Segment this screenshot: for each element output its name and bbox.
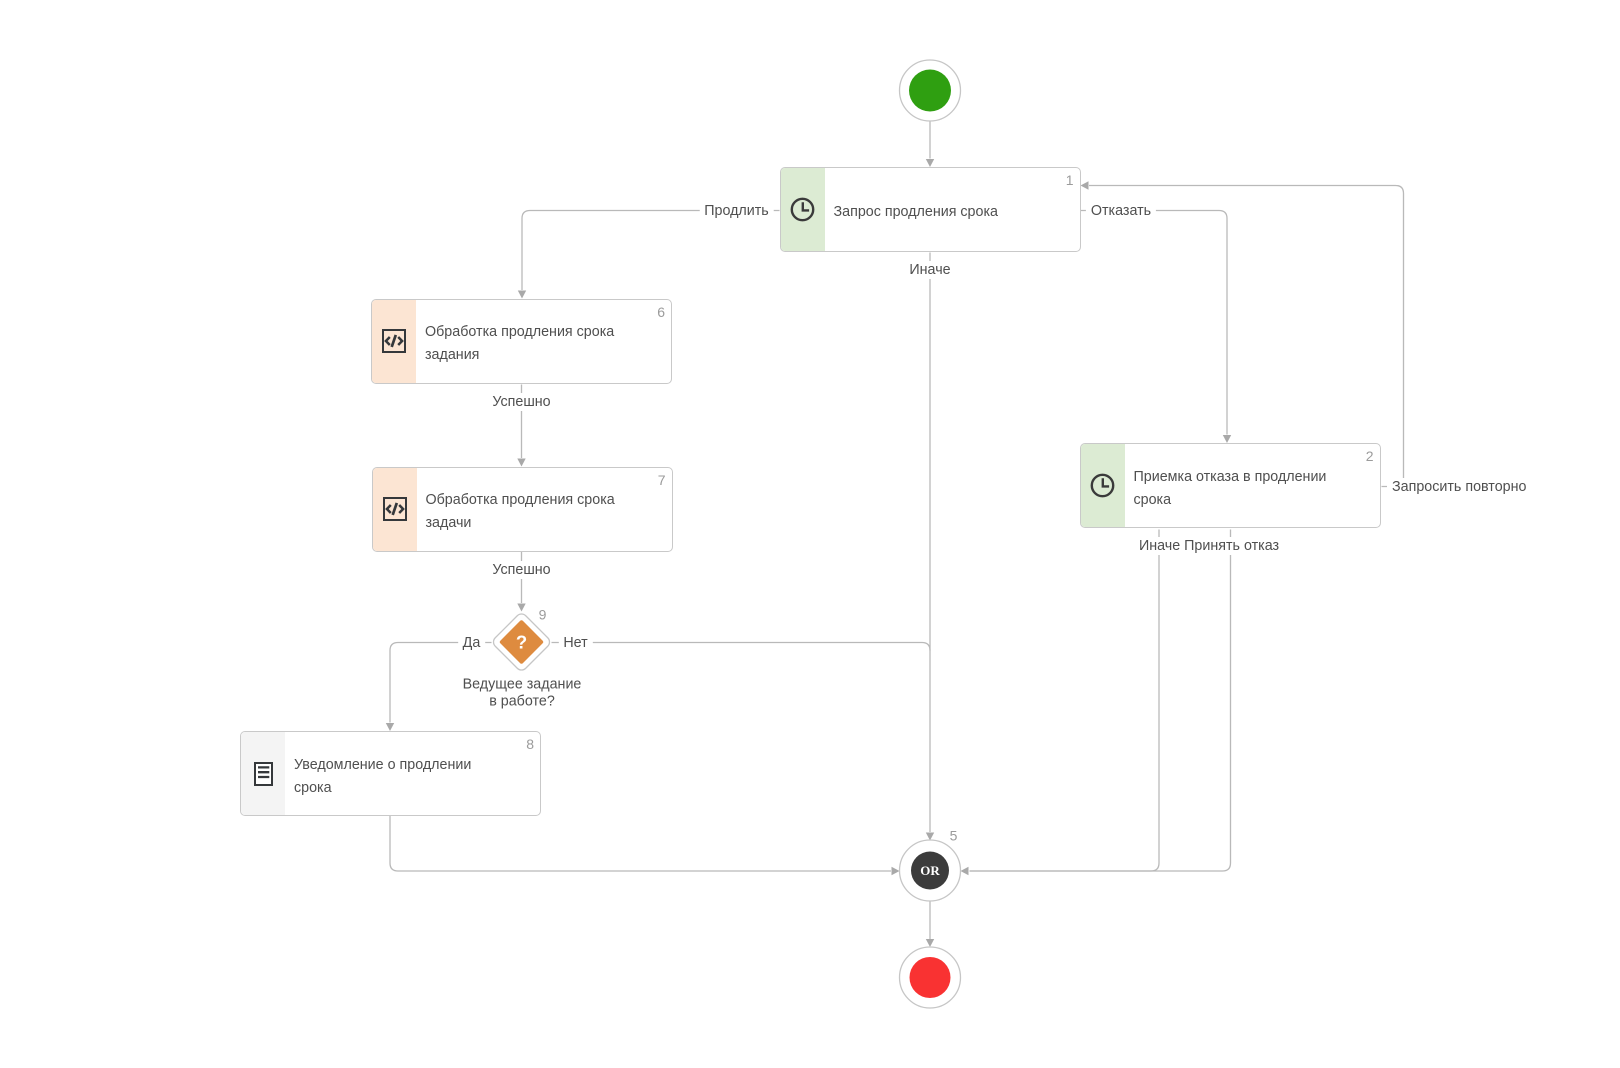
svg-text:?: ? (516, 632, 527, 653)
svg-text:OR: OR (920, 863, 940, 878)
